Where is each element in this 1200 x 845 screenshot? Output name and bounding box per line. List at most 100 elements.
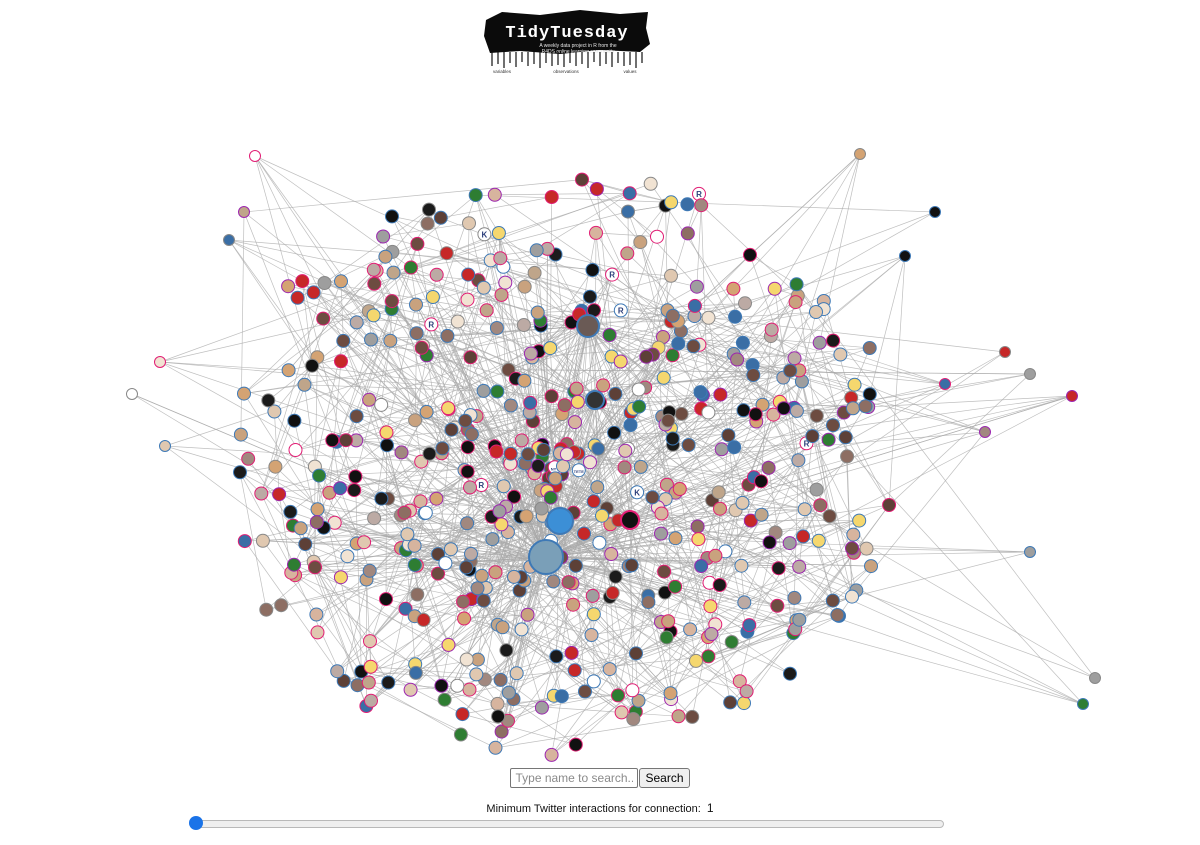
user-avatar-node[interactable] [516, 318, 531, 332]
user-avatar-node[interactable] [338, 433, 353, 448]
user-avatar-node[interactable] [386, 265, 401, 280]
user-avatar-node[interactable] [407, 557, 422, 572]
user-avatar-node[interactable] [813, 498, 828, 513]
blue-bird-avatar[interactable] [546, 507, 574, 535]
user-avatar-node[interactable] [126, 388, 138, 400]
user-avatar-node[interactable] [632, 399, 647, 414]
user-avatar-node[interactable] [734, 558, 749, 573]
user-avatar-node[interactable] [809, 482, 824, 497]
user-avatar-node[interactable] [458, 413, 473, 428]
user-avatar-node[interactable] [645, 490, 660, 505]
user-avatar-node[interactable] [363, 634, 377, 649]
user-avatar-node[interactable] [592, 535, 607, 550]
user-avatar-node[interactable] [438, 556, 453, 571]
user-avatar-node[interactable] [400, 527, 415, 542]
user-avatar-node[interactable] [821, 432, 836, 447]
user-avatar-node[interactable] [521, 447, 536, 462]
user-avatar-node[interactable] [556, 459, 570, 474]
user-avatar-node[interactable] [544, 190, 559, 204]
user-avatar-node[interactable] [429, 267, 444, 282]
user-avatar-node[interactable] [618, 443, 633, 458]
user-avatar-node[interactable] [571, 463, 586, 478]
user-avatar-node[interactable] [308, 560, 322, 575]
user-avatar-node[interactable] [317, 276, 332, 290]
user-avatar-node[interactable] [425, 290, 440, 304]
user-avatar-node[interactable] [443, 542, 458, 557]
user-avatar-node[interactable] [501, 685, 516, 700]
user-avatar-node[interactable] [493, 672, 508, 687]
user-avatar-node[interactable] [397, 505, 412, 520]
user-avatar-node[interactable] [469, 667, 484, 682]
user-avatar-node[interactable] [488, 565, 503, 580]
user-avatar-node[interactable] [495, 620, 510, 635]
user-avatar-node[interactable] [255, 533, 270, 548]
user-avatar-node[interactable] [463, 480, 477, 495]
user-avatar-node[interactable] [514, 622, 529, 637]
user-avatar-node[interactable] [249, 150, 261, 162]
user-avatar-node[interactable] [316, 311, 331, 326]
user-avatar-node[interactable] [862, 387, 877, 402]
user-avatar-node[interactable] [680, 197, 695, 212]
user-avatar-node[interactable] [549, 649, 564, 664]
user-avatar-node[interactable] [488, 740, 503, 755]
user-avatar-node[interactable] [529, 243, 544, 258]
user-avatar-node[interactable] [631, 693, 646, 708]
user-avatar-node[interactable] [330, 664, 345, 679]
user-avatar-node[interactable] [713, 387, 728, 402]
user-avatar-node[interactable] [493, 251, 508, 266]
user-avatar-node[interactable] [797, 502, 812, 517]
user-avatar-node[interactable] [349, 315, 364, 330]
user-avatar-node[interactable] [336, 333, 351, 348]
user-avatar-node[interactable] [657, 564, 672, 579]
user-avatar-node[interactable] [312, 468, 327, 483]
user-avatar-node[interactable] [668, 579, 683, 594]
user-avatar-node[interactable] [422, 446, 437, 461]
user-avatar-node[interactable] [357, 535, 372, 550]
user-avatar-node[interactable] [650, 229, 664, 244]
user-avatar-node[interactable] [620, 246, 635, 261]
user-avatar-node[interactable] [306, 285, 321, 300]
user-avatar-node[interactable] [434, 678, 449, 693]
user-avatar-node[interactable] [899, 250, 911, 262]
user-avatar-node[interactable] [461, 267, 476, 282]
user-avatar-node[interactable] [846, 527, 861, 542]
user-avatar-node[interactable] [668, 531, 683, 546]
interaction-slider-track[interactable] [190, 820, 944, 828]
user-avatar-node[interactable] [665, 348, 680, 363]
user-avatar-node[interactable] [460, 440, 475, 455]
user-avatar-node[interactable] [241, 451, 256, 466]
user-avatar-node[interactable] [385, 209, 399, 224]
user-avatar-node[interactable] [254, 486, 269, 501]
user-avatar-node[interactable] [489, 321, 504, 335]
user-avatar-node[interactable] [403, 682, 418, 697]
user-avatar-node[interactable] [456, 594, 471, 609]
user-avatar-node[interactable] [363, 659, 378, 674]
user-avatar-node[interactable] [561, 575, 576, 590]
user-avatar-node[interactable] [464, 546, 478, 561]
user-avatar-node[interactable] [575, 172, 589, 187]
user-avatar-node[interactable] [586, 607, 601, 622]
user-avatar-node[interactable] [825, 593, 840, 608]
user-avatar-node[interactable] [766, 407, 781, 422]
user-avatar-node[interactable] [238, 206, 250, 218]
user-avatar-node[interactable] [384, 294, 399, 309]
user-avatar-node[interactable] [429, 491, 444, 506]
user-avatar-node[interactable] [431, 547, 446, 562]
user-avatar-node[interactable] [665, 431, 680, 446]
user-avatar-node[interactable] [379, 425, 394, 440]
user-avatar-node[interactable] [548, 471, 563, 486]
user-avatar-node[interactable] [450, 314, 465, 329]
user-avatar-node[interactable] [693, 385, 708, 400]
user-avatar-node[interactable] [617, 460, 632, 475]
user-avatar-node[interactable] [605, 585, 620, 600]
user-avatar-node[interactable] [589, 182, 604, 196]
user-avatar-node[interactable] [459, 652, 474, 667]
user-avatar-node[interactable] [349, 409, 364, 424]
user-avatar-node[interactable] [633, 459, 648, 474]
user-avatar-node[interactable] [503, 446, 518, 461]
user-avatar-node[interactable] [325, 433, 340, 448]
user-avatar-node[interactable] [811, 533, 826, 548]
user-avatar-node[interactable] [686, 339, 701, 354]
user-avatar-node[interactable] [376, 229, 391, 244]
user-avatar-node[interactable] [979, 426, 991, 438]
